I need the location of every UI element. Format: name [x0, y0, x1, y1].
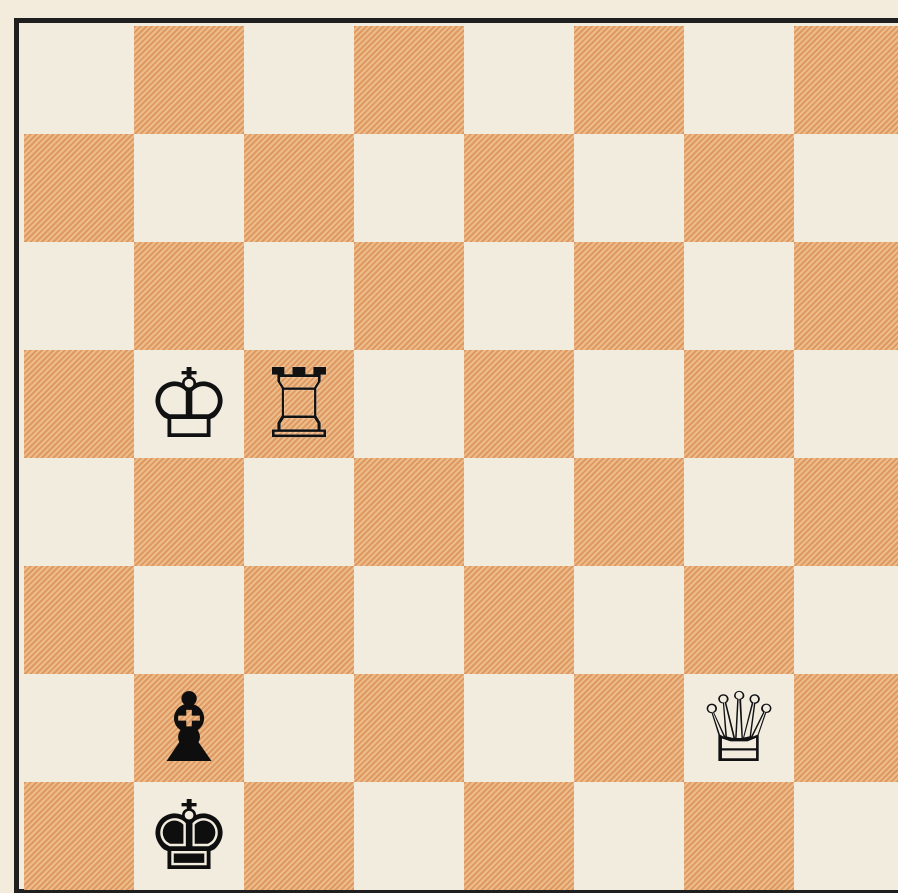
square-f6[interactable]: [574, 242, 684, 350]
chess-board[interactable]: ♔♖ ♕ ♝♚: [24, 26, 898, 892]
square-a7[interactable]: [24, 134, 134, 242]
square-b4[interactable]: [134, 458, 244, 566]
square-f4[interactable]: [574, 458, 684, 566]
square-e5[interactable]: [464, 350, 574, 458]
square-f3[interactable]: [574, 566, 684, 674]
square-c6[interactable]: [244, 242, 354, 350]
square-h5[interactable]: [794, 350, 898, 458]
square-g3[interactable]: [684, 566, 794, 674]
square-h6[interactable]: [794, 242, 898, 350]
square-a1[interactable]: [24, 782, 134, 890]
square-c2[interactable]: [244, 674, 354, 782]
square-c8[interactable]: [244, 26, 354, 134]
square-f5[interactable]: [574, 350, 684, 458]
square-a8[interactable]: [24, 26, 134, 134]
square-h4[interactable]: [794, 458, 898, 566]
square-c7[interactable]: [244, 134, 354, 242]
square-g1[interactable]: [684, 782, 794, 890]
square-c1[interactable]: [244, 782, 354, 890]
square-d2[interactable]: [354, 674, 464, 782]
square-d5[interactable]: [354, 350, 464, 458]
square-a5[interactable]: [24, 350, 134, 458]
square-d7[interactable]: [354, 134, 464, 242]
square-g7[interactable]: [684, 134, 794, 242]
square-b7[interactable]: [134, 134, 244, 242]
square-h3[interactable]: [794, 566, 898, 674]
square-a3[interactable]: [24, 566, 134, 674]
square-e1[interactable]: [464, 782, 574, 890]
square-f7[interactable]: [574, 134, 684, 242]
square-c4[interactable]: [244, 458, 354, 566]
square-g8[interactable]: [684, 26, 794, 134]
square-a6[interactable]: [24, 242, 134, 350]
square-g4[interactable]: [684, 458, 794, 566]
square-e3[interactable]: [464, 566, 574, 674]
black-bishop[interactable]: ♝: [134, 674, 244, 782]
square-e2[interactable]: [464, 674, 574, 782]
square-d8[interactable]: [354, 26, 464, 134]
square-d4[interactable]: [354, 458, 464, 566]
square-d1[interactable]: [354, 782, 464, 890]
square-b3[interactable]: [134, 566, 244, 674]
square-f8[interactable]: [574, 26, 684, 134]
square-h8[interactable]: [794, 26, 898, 134]
square-a2[interactable]: [24, 674, 134, 782]
square-e8[interactable]: [464, 26, 574, 134]
square-c3[interactable]: [244, 566, 354, 674]
black-king[interactable]: ♚: [134, 782, 244, 890]
square-a4[interactable]: [24, 458, 134, 566]
square-d6[interactable]: [354, 242, 464, 350]
square-h2[interactable]: [794, 674, 898, 782]
square-h7[interactable]: [794, 134, 898, 242]
square-f2[interactable]: [574, 674, 684, 782]
square-e7[interactable]: [464, 134, 574, 242]
square-e4[interactable]: [464, 458, 574, 566]
square-g5[interactable]: [684, 350, 794, 458]
square-d3[interactable]: [354, 566, 464, 674]
square-e6[interactable]: [464, 242, 574, 350]
white-king[interactable]: ♔: [134, 350, 244, 458]
square-g6[interactable]: [684, 242, 794, 350]
square-f1[interactable]: [574, 782, 684, 890]
square-b6[interactable]: [134, 242, 244, 350]
white-queen[interactable]: ♕: [684, 674, 794, 782]
white-rook[interactable]: ♖: [244, 350, 354, 458]
square-h1[interactable]: [794, 782, 898, 890]
square-b8[interactable]: [134, 26, 244, 134]
